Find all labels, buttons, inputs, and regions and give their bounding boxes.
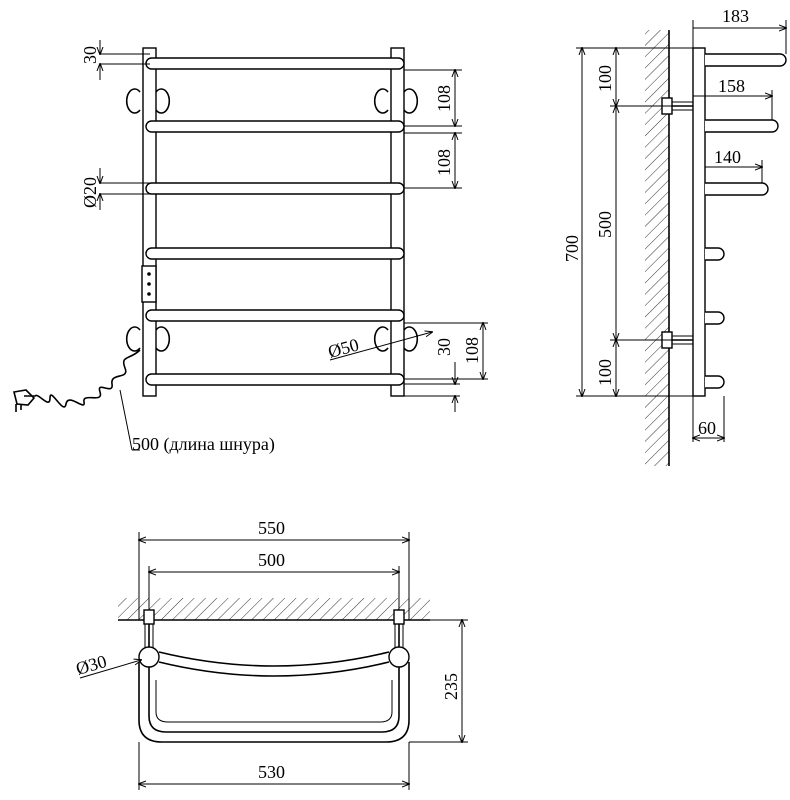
dim-mount-width: 500	[258, 550, 285, 570]
side-post	[692, 47, 706, 397]
cord-length-label: 500 (длина шнура)	[132, 434, 275, 455]
dim-bottom-offset: 30	[434, 338, 454, 356]
dim-top: 100	[595, 65, 615, 92]
dim-bottom-spacing: 108	[462, 337, 482, 364]
dim-depth-top: 183	[722, 6, 749, 26]
dim-bottom-width: 530	[258, 762, 285, 782]
dim-depth-3: 140	[714, 147, 741, 167]
dim-spacing-1: 108	[434, 85, 454, 112]
dim-wall-offset: 60	[698, 418, 716, 438]
rails	[145, 57, 405, 386]
left-post	[142, 47, 157, 397]
dim-flange-diameter: Ø50	[326, 335, 361, 362]
dim-total-height: 700	[562, 235, 582, 262]
dim-outer-width: 550	[258, 518, 285, 538]
top-wall-section	[118, 598, 430, 620]
front-view: 500 (длина шнура) 30 Ø20 108 108 108 30 …	[13, 40, 488, 455]
wall-section	[645, 30, 669, 466]
side-view: 183 158 140 60 700 100 500 100	[562, 6, 786, 466]
top-view: 550 500 530 235 Ø30	[74, 518, 468, 790]
dim-pipe-diameter: Ø30	[74, 651, 109, 679]
right-post	[390, 47, 405, 397]
dim-depth: 235	[441, 673, 461, 700]
plug-icon	[13, 389, 36, 412]
dim-middle: 500	[595, 211, 615, 238]
shelf-outline	[138, 646, 410, 743]
power-cord	[24, 349, 141, 408]
dim-spacing-2: 108	[434, 149, 454, 176]
dim-bottom: 100	[595, 359, 615, 386]
dim-top-offset: 30	[80, 46, 100, 64]
side-rails	[705, 53, 787, 389]
wall-flanges	[125, 88, 419, 352]
dim-rail-diameter: Ø20	[80, 177, 100, 208]
dim-depth-2: 158	[718, 76, 745, 96]
